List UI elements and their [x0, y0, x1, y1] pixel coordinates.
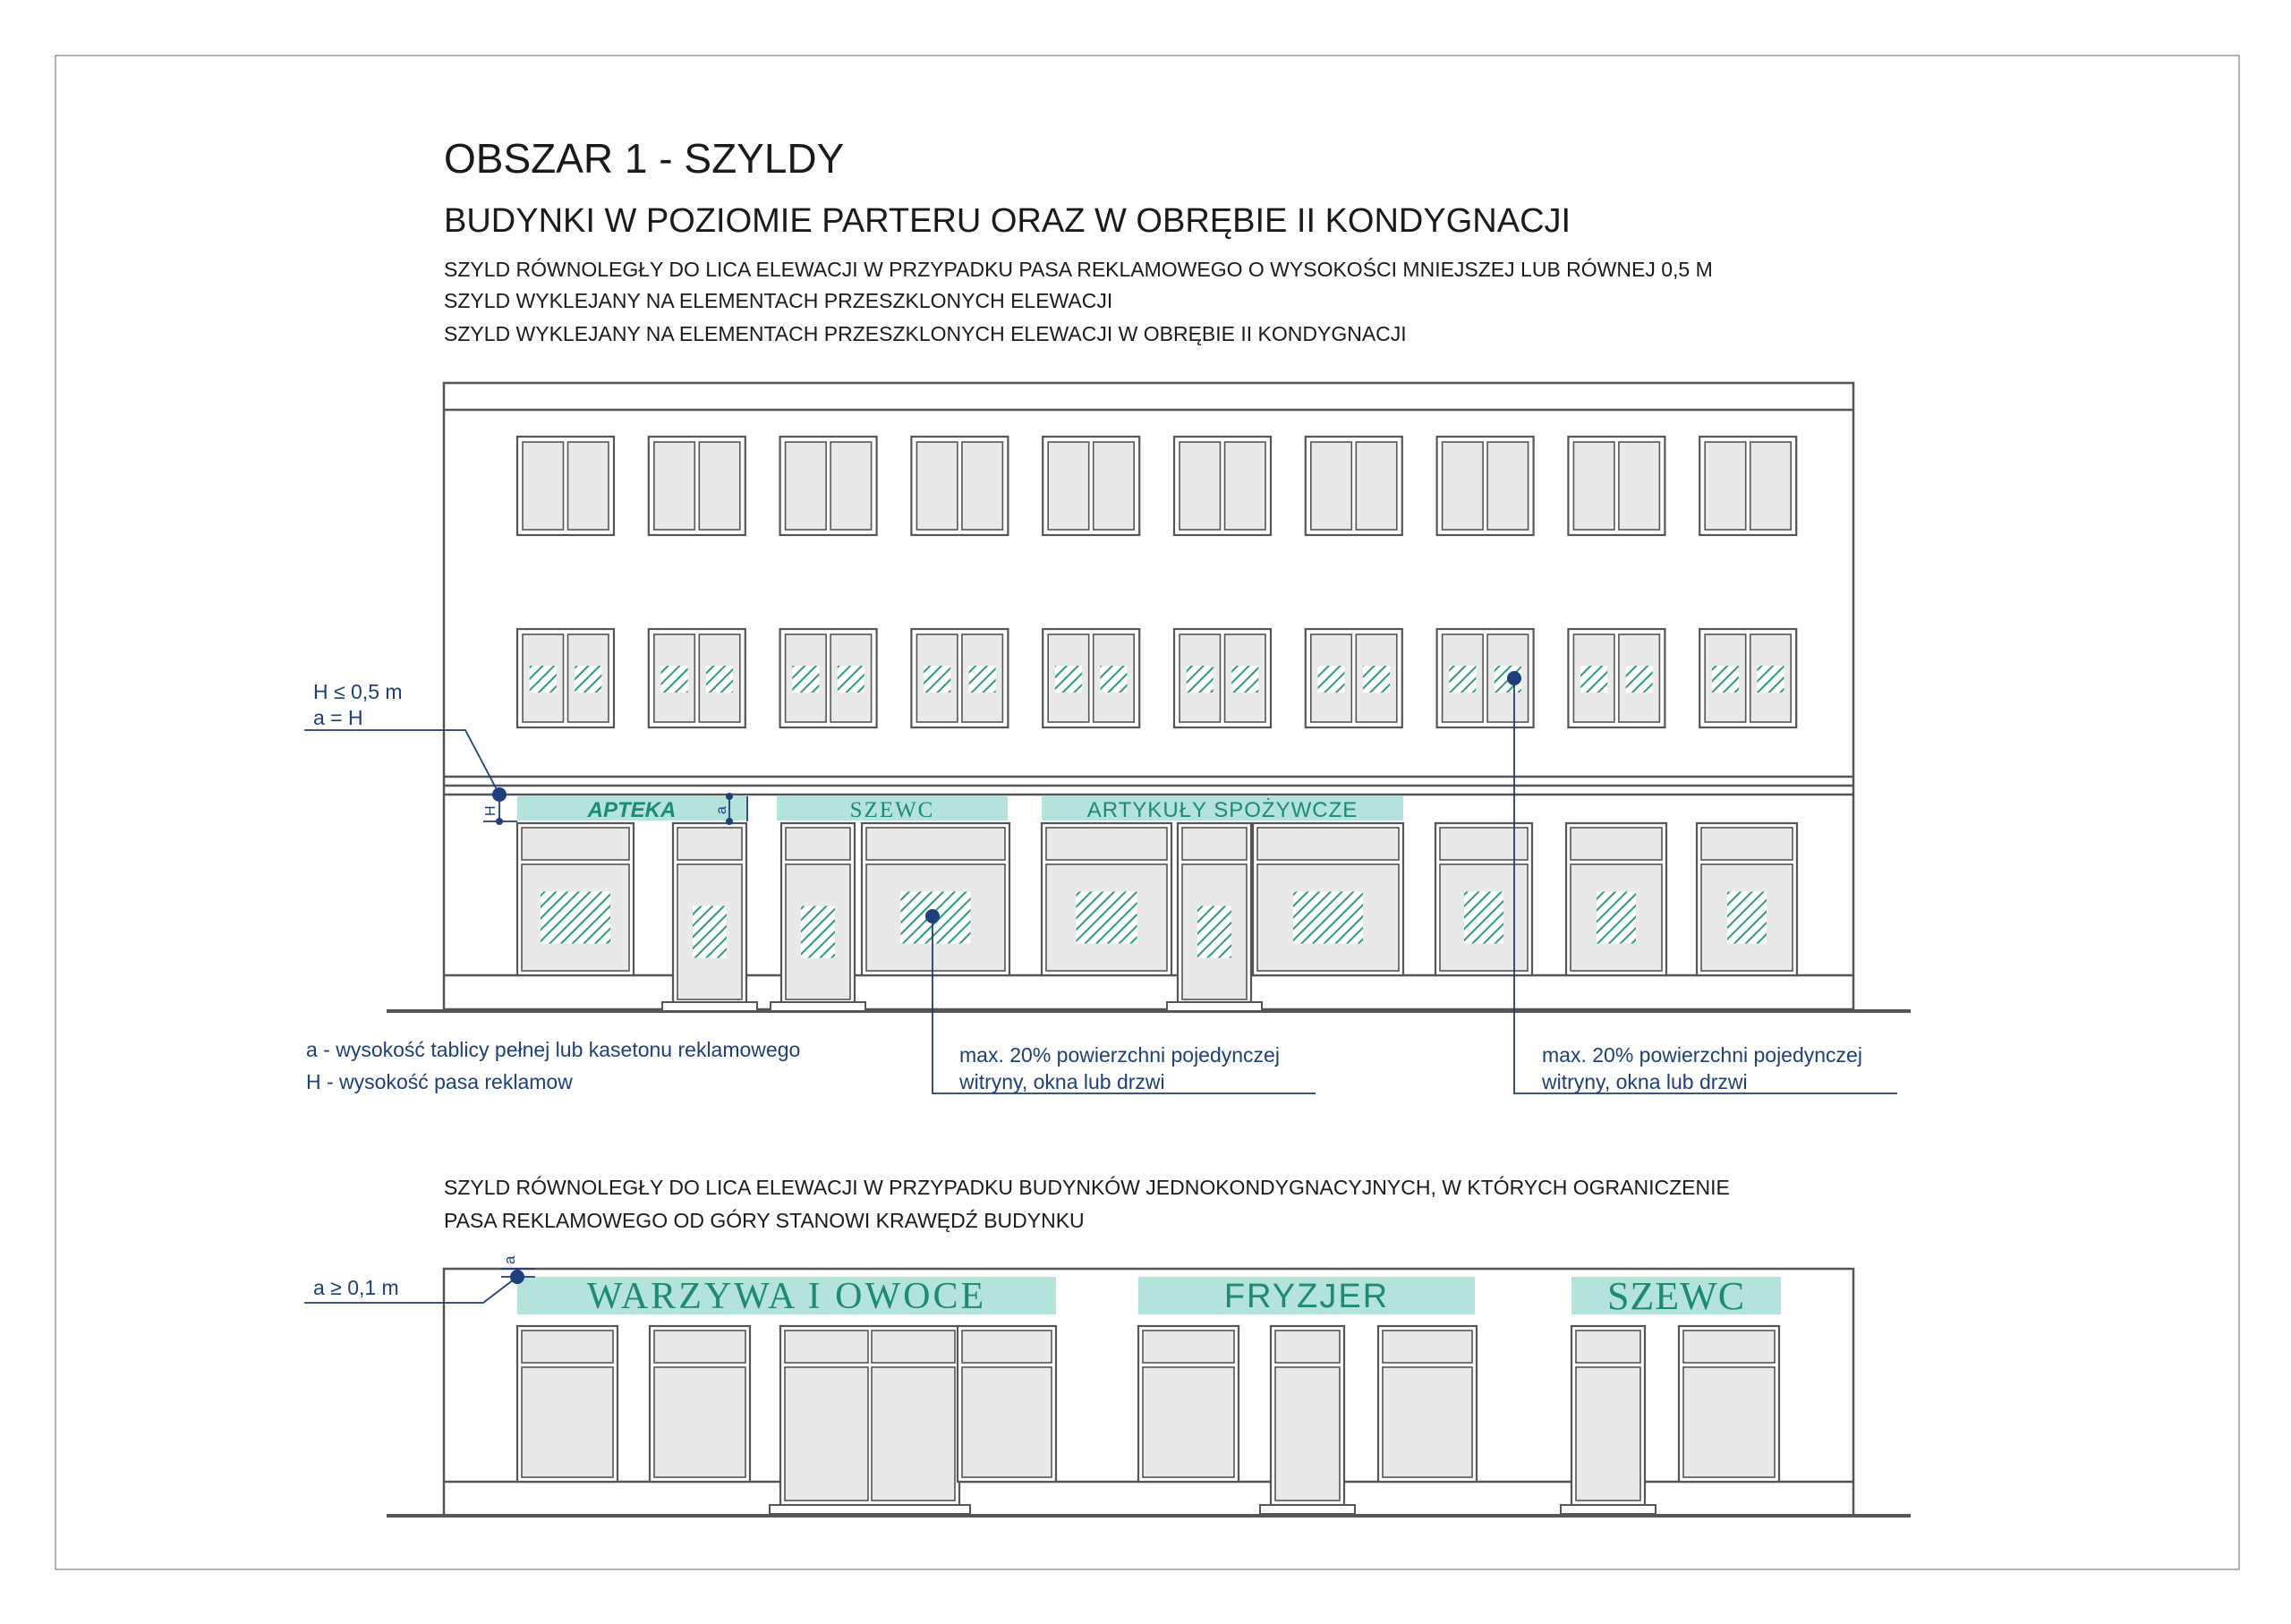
dimension-label-a-2: a: [501, 1255, 518, 1264]
sign-board-szewc: [777, 796, 1008, 821]
legend-a: a - wysokość tablicy pełnej lub kasetonu…: [306, 1038, 801, 1061]
sign-text-fryzjer: FRYZJER: [1224, 1278, 1389, 1315]
shop2-window-5: [1376, 1324, 1478, 1484]
upper-window-row2-1: [515, 627, 616, 729]
upper-window-row3-7: [1304, 435, 1403, 537]
upper-window-row3-3: [779, 435, 878, 537]
note-window-right-1: max. 20% powierzchni pojedynczej: [1542, 1043, 1862, 1067]
dimension-label-a: a: [714, 806, 729, 814]
sign-board-szewc-2: [1571, 1277, 1781, 1314]
shop2-window-1: [515, 1324, 619, 1484]
upper-window-row2-9: [1567, 627, 1666, 729]
upper-window-row2-6: [1172, 627, 1273, 729]
page-subtitle: BUDYNKI W POZIOMIE PARTERU ORAZ W OBRĘBI…: [444, 202, 1571, 240]
sheet-frame: [55, 55, 2240, 1570]
shop-window-7: [1695, 821, 1799, 977]
description-line-2: SZYLD WYKLEJANY NA ELEMENTACH PRZESZKLON…: [444, 289, 1113, 312]
upper-window-row3-2: [647, 435, 746, 537]
note-a-equals-h: a = H: [313, 706, 363, 729]
note-window-right-2: witryny, okna lub drzwi: [1542, 1070, 1748, 1093]
upper-window-row3-5: [1042, 435, 1141, 537]
upper-window-row2-3: [779, 627, 878, 729]
shop-window-5: [1434, 821, 1534, 977]
upper-window-row3-10: [1699, 435, 1798, 537]
upper-window-row2-2: [647, 627, 746, 729]
sign-text-apteka: APTEKA: [587, 798, 677, 822]
note-window-left-2: witryny, okna lub drzwi: [959, 1070, 1165, 1093]
legend-h: H - wysokość pasa reklamow: [306, 1070, 573, 1093]
pointer-leaders-building-1: [932, 678, 1897, 1094]
upper-window-row3-4: [910, 435, 1009, 537]
sign-text-szewc: SZEWC: [850, 798, 935, 822]
sign-text-artykuly: ARTYKUŁY SPOŻYWCZE: [1087, 798, 1358, 822]
sign-text-warzywa: WARZYWA I OWOCE: [587, 1276, 986, 1317]
section-2-line-2: PASA REKLAMOWEGO OD GÓRY STANOWI KRAWĘDŹ…: [444, 1209, 1085, 1232]
upper-window-row3-9: [1567, 435, 1666, 537]
sign-board-warzywa: [517, 1277, 1056, 1314]
shop2-window-4: [1137, 1324, 1240, 1484]
dimension-marks-building-1: [304, 729, 748, 822]
note-window-left-1: max. 20% powierzchni pojedynczej: [959, 1043, 1280, 1067]
upper-window-row2-5: [1042, 627, 1141, 729]
note-h-limit: H ≤ 0,5 m: [313, 680, 403, 703]
shop2-window-3: [956, 1324, 1058, 1484]
shop-door-3: [1166, 821, 1263, 1012]
sign-board-fryzjer: [1138, 1277, 1475, 1314]
upper-window-row2-4: [910, 627, 1009, 729]
shop-window-1: [515, 821, 635, 977]
shop2-window-2: [648, 1324, 752, 1484]
shop-window-2: [860, 821, 1011, 977]
pointer-dots-building-1: [925, 671, 1521, 923]
shop-window-3: [1040, 821, 1173, 977]
note-a-min: a ≥ 0,1 m: [313, 1276, 399, 1299]
shop-window-4: [1251, 821, 1405, 977]
upper-window-row2-7: [1304, 627, 1403, 729]
sign-board-apteka: [517, 796, 747, 821]
page-title: OBSZAR 1 - SZYLDY: [444, 135, 845, 182]
shop-window-6: [1564, 821, 1668, 977]
sign-board-artykuly: [1042, 796, 1403, 821]
dimension-dots-building-1: [492, 787, 733, 825]
building-2-ground-floor: [515, 1324, 1781, 1515]
shop2-door-2: [1560, 1324, 1657, 1515]
dimension-dots-building-2: [510, 1270, 524, 1284]
upper-window-row3-1: [515, 435, 616, 537]
shop2-window-6: [1677, 1324, 1781, 1484]
building-1-ground-floor: [515, 821, 1799, 1012]
shop2-double-door: [769, 1324, 971, 1515]
upper-window-row2-10: [1699, 627, 1798, 729]
shop2-door-1: [1259, 1324, 1356, 1515]
shop-door-2: [770, 821, 866, 1012]
shop-door-1: [661, 821, 758, 1012]
description-line-1: SZYLD RÓWNOLEGŁY DO LICA ELEWACJI W PRZY…: [444, 258, 1713, 281]
dimension-label-h: H: [483, 805, 498, 816]
section-2-line-1: SZYLD RÓWNOLEGŁY DO LICA ELEWACJI W PRZY…: [444, 1176, 1730, 1199]
upper-window-row3-6: [1172, 435, 1273, 537]
upper-window-row3-8: [1435, 435, 1535, 537]
building-1-upper-windows: [515, 435, 1798, 729]
description-line-3: SZYLD WYKLEJANY NA ELEMENTACH PRZESZKLON…: [444, 322, 1407, 345]
sign-text-szewc-2: SZEWC: [1607, 1274, 1745, 1318]
